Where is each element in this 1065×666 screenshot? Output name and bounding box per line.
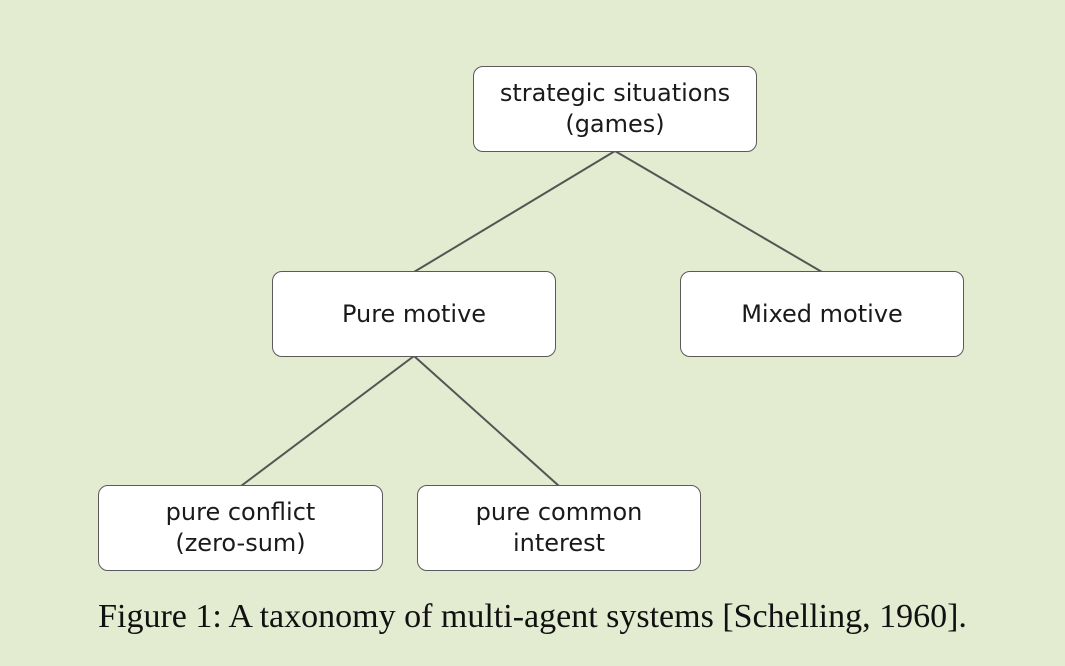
node-label-line: Pure motive: [341, 299, 487, 328]
node-pure-conflict: pure conflict (zero-sum): [98, 485, 383, 571]
edge-root-mixed: [614, 150, 823, 273]
edge-root-pure: [413, 150, 616, 273]
node-mixed-motive: Mixed motive: [680, 271, 964, 357]
node-pure-common-interest: pure common interest: [417, 485, 701, 571]
figure-caption: Figure 1: A taxonomy of multi-agent syst…: [98, 598, 967, 635]
node-strategic-situations: strategic situations (games): [473, 66, 757, 152]
node-label-line: (games): [565, 110, 665, 138]
edge-pure-conflict: [240, 355, 415, 487]
node-pure-motive: Pure motive: [272, 271, 556, 357]
edge-pure-common: [413, 355, 560, 487]
node-label-line: interest: [512, 529, 606, 557]
node-label-line: pure common: [475, 498, 643, 526]
node-label-line: strategic situations: [499, 79, 731, 107]
node-label-line: pure conflict: [165, 498, 316, 526]
node-label-line: Mixed motive: [741, 299, 903, 328]
node-label-line: (zero-sum): [175, 529, 306, 557]
